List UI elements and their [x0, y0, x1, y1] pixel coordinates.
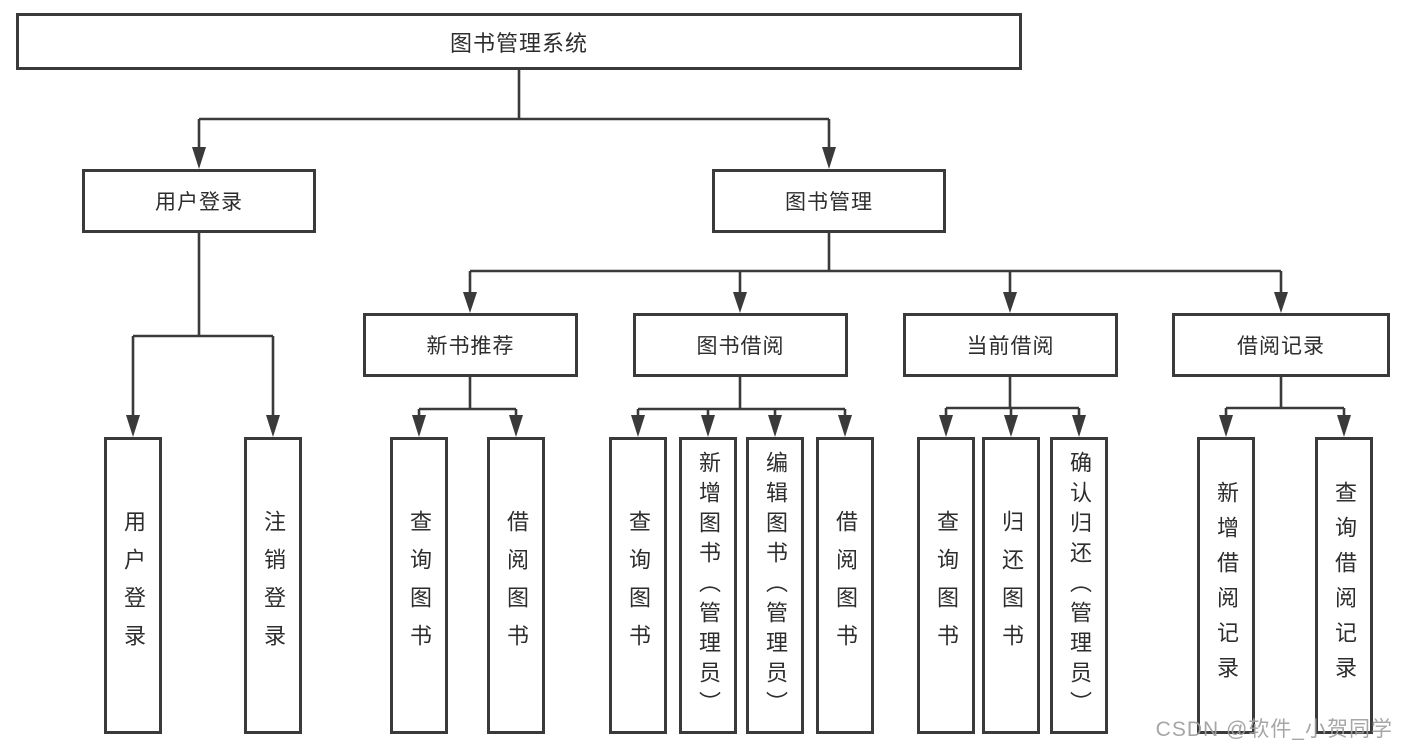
connector-userlogin-to-leaves: [126, 233, 280, 437]
node-current-borrowing: 当前借阅: [903, 313, 1118, 377]
leaf-label: 用户登录: [121, 509, 146, 662]
connector-bookmgmt-to-level3: [463, 233, 1288, 313]
leaf-label: 注销登录: [261, 509, 286, 662]
node-book-borrowing: 图书借阅: [633, 313, 848, 377]
leaf-borrow-book-recommend: 借阅图书: [487, 437, 545, 734]
csdn-watermark: CSDN @软件_小贺同学: [1155, 718, 1393, 741]
node-user-login: 用户登录: [82, 169, 316, 233]
connector-root-to-level2: [192, 68, 836, 169]
node-root-system: 图书管理系统: [16, 13, 1022, 70]
leaf-query-book-current: 查询图书: [917, 437, 975, 734]
connector-records-to-leaves: [1219, 377, 1351, 437]
leaf-query-book-borrow: 查询图书: [609, 437, 667, 734]
leaf-label: 归还图书: [999, 509, 1024, 662]
leaf-edit-book-admin: 编辑图书（管理员）: [746, 437, 804, 734]
leaf-query-borrow-record: 查询借阅记录: [1315, 437, 1373, 734]
leaf-label: 编辑图书（管理员）: [763, 450, 788, 721]
node-book-management: 图书管理: [712, 169, 946, 233]
leaf-label: 查询借阅记录: [1332, 480, 1357, 691]
leaf-add-borrow-record: 新增借阅记录: [1197, 437, 1255, 734]
connector-current-to-leaves: [939, 377, 1086, 437]
leaf-add-book-admin: 新增图书（管理员）: [679, 437, 737, 734]
leaf-query-book-recommend: 查询图书: [390, 437, 448, 734]
node-borrowing-records: 借阅记录: [1172, 313, 1390, 377]
node-new-book-recommend: 新书推荐: [363, 313, 578, 377]
leaf-label: 新增借阅记录: [1214, 480, 1239, 691]
leaf-logout: 注销登录: [244, 437, 302, 734]
leaf-label: 新增图书（管理员）: [696, 450, 721, 721]
leaf-label: 借阅图书: [833, 509, 858, 662]
leaf-label: 查询图书: [934, 509, 959, 662]
leaf-label: 确认归还（管理员）: [1067, 450, 1092, 721]
leaf-return-book: 归还图书: [982, 437, 1040, 734]
connector-newbook-to-leaves: [412, 377, 523, 437]
leaf-user-login: 用户登录: [104, 437, 162, 734]
leaf-confirm-return-admin: 确认归还（管理员）: [1050, 437, 1108, 734]
leaf-label: 查询图书: [407, 509, 432, 662]
leaf-label: 借阅图书: [504, 509, 529, 662]
connector-borrow-to-leaves: [631, 377, 852, 437]
leaf-label: 查询图书: [626, 509, 651, 662]
leaf-borrow-book: 借阅图书: [816, 437, 874, 734]
